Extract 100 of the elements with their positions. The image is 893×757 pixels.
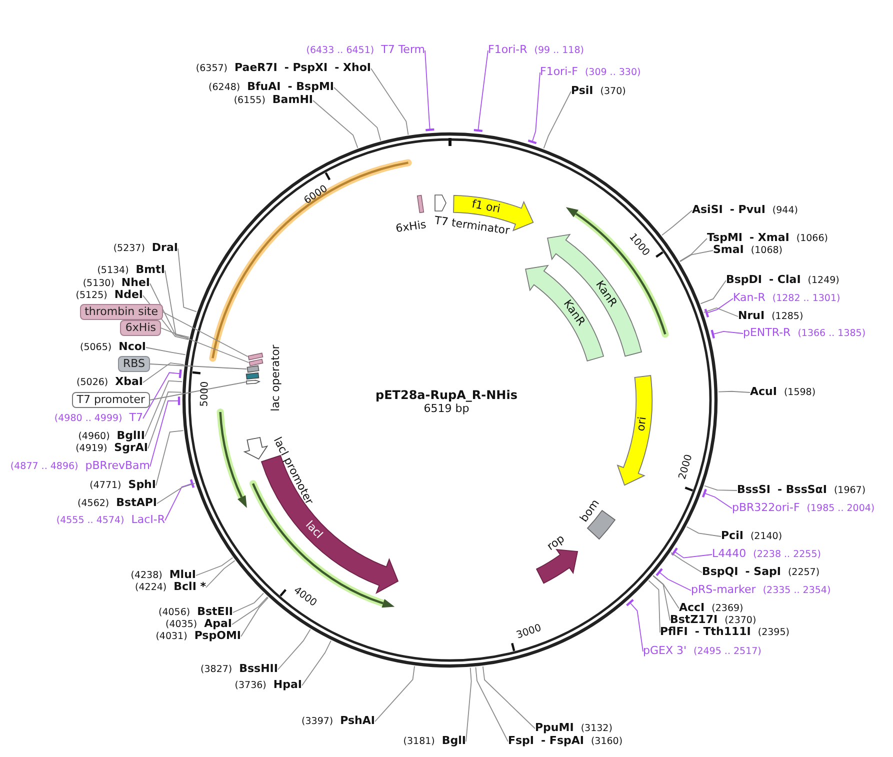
leader-line bbox=[278, 628, 311, 670]
feature-box bbox=[416, 194, 424, 214]
restriction-site-label: AccI (2369) bbox=[679, 601, 744, 616]
primer-label: F1ori-R (99 .. 118) bbox=[488, 43, 584, 58]
leader-line bbox=[648, 580, 660, 633]
restriction-site-label: (6248) BfuAI - BspMI bbox=[208, 80, 334, 95]
primer-label: (4555 .. 4574) LacI-R bbox=[56, 513, 165, 528]
feature-tag: 6xHis bbox=[120, 320, 161, 336]
leader-line bbox=[686, 526, 722, 537]
restriction-site-label: BssSI - BssSαI (1967) bbox=[737, 483, 866, 498]
scale-label: 5000 bbox=[199, 380, 211, 406]
restriction-site-label: (4031) PspOMI bbox=[156, 629, 241, 644]
gene-feature: ori bbox=[616, 374, 654, 487]
restriction-site-label: (5130) NheI bbox=[82, 276, 150, 291]
restriction-site-label: BspQI - SapI (2257) bbox=[702, 565, 820, 580]
restriction-site-label: (4919) SgrAI bbox=[76, 441, 148, 456]
leader-line bbox=[700, 280, 726, 304]
restriction-site-label: (5125) NdeI bbox=[76, 288, 143, 303]
primer-label: F1ori-F (309 .. 330) bbox=[540, 65, 641, 80]
restriction-site-label: (3181) BglI bbox=[403, 734, 466, 749]
leader-line bbox=[148, 391, 182, 449]
feature-marker bbox=[242, 436, 268, 460]
restriction-site-label: (5065) NcoI bbox=[80, 340, 146, 355]
leader-line bbox=[704, 485, 738, 491]
restriction-site-label: (5134) BmtI bbox=[97, 263, 165, 278]
restriction-site-label: FspI - FspAI (3160) bbox=[508, 734, 623, 749]
leader-line bbox=[478, 50, 488, 131]
leader-line bbox=[652, 575, 680, 609]
leader-line bbox=[240, 597, 269, 637]
leader-line bbox=[156, 482, 196, 504]
feature-tag: RBS bbox=[118, 356, 150, 372]
restriction-site-label: PpuMI (3132) bbox=[535, 721, 612, 736]
leader-line bbox=[302, 640, 332, 686]
leader-line bbox=[160, 328, 250, 363]
leader-line bbox=[475, 666, 508, 742]
leader-line bbox=[334, 87, 382, 142]
leader-line bbox=[142, 372, 181, 419]
feature-label: lac operator bbox=[270, 344, 282, 412]
primer-label: Kan-R (1282 .. 1301) bbox=[733, 291, 840, 306]
leader-line bbox=[482, 666, 536, 729]
leader-line bbox=[232, 596, 268, 625]
restriction-site-label: PflFI - Tth111I (2395) bbox=[660, 625, 790, 640]
leader-line bbox=[196, 557, 234, 576]
restriction-site-label: (6357) PaeR7I - PspXI - XhoI bbox=[196, 61, 371, 76]
restriction-site-label: (4056) BstEII bbox=[158, 605, 233, 620]
scale-label: 3000 bbox=[516, 622, 544, 642]
leader-line bbox=[703, 308, 738, 317]
restriction-site-label: BspDI - ClaI (1249) bbox=[726, 273, 840, 288]
leader-line bbox=[178, 248, 197, 312]
leader-line bbox=[674, 551, 712, 558]
leader-line bbox=[658, 572, 692, 591]
plasmid-name: pET28a-RupA_R-NHis bbox=[376, 388, 518, 402]
leader-line bbox=[704, 492, 732, 509]
primer-label: pBR322ori-F (1985 .. 2004) bbox=[732, 501, 875, 516]
restriction-site-label: (4562) BstAPI bbox=[78, 496, 157, 511]
leader-line bbox=[164, 270, 190, 338]
primer-label: (6433 .. 6451) T7 Term bbox=[306, 43, 425, 58]
leader-line bbox=[156, 430, 184, 486]
leader-line bbox=[680, 250, 714, 262]
primer-label: pENTR-R (1366 .. 1385) bbox=[743, 326, 866, 341]
restriction-site-label: (4960) BglII bbox=[78, 429, 145, 444]
leader-line bbox=[652, 575, 670, 621]
leader-line bbox=[679, 238, 708, 262]
leader-line bbox=[424, 50, 430, 130]
restriction-site-label: SmaI (1068) bbox=[713, 243, 782, 258]
restriction-site-label: (5237) DraI bbox=[113, 241, 178, 256]
leader-line bbox=[706, 298, 734, 314]
leader-line bbox=[146, 347, 186, 356]
restriction-site-label: PciI (2140) bbox=[721, 529, 782, 544]
feature-box bbox=[246, 372, 260, 380]
primer-label: (4877 .. 4896) pBRrevBam bbox=[10, 459, 150, 474]
leader-line bbox=[150, 382, 246, 400]
primer-label: pGEX 3' (2495 .. 2517) bbox=[643, 644, 762, 659]
leader-line bbox=[312, 100, 358, 148]
restriction-site-label: (5026) XbaI bbox=[76, 375, 143, 390]
restriction-site-label: (3736) HpaI bbox=[234, 678, 302, 693]
leader-line bbox=[374, 666, 415, 722]
restriction-site-label: PsiI (370) bbox=[571, 84, 626, 99]
leader-line bbox=[532, 72, 540, 142]
leader-line bbox=[718, 390, 750, 393]
leader-line bbox=[370, 68, 409, 136]
restriction-site-label: (3827) BssHII bbox=[200, 662, 278, 677]
feature-marker bbox=[434, 193, 447, 213]
feature-box bbox=[248, 358, 264, 366]
leader-line bbox=[466, 667, 472, 742]
leader-line bbox=[144, 380, 183, 437]
feature-box bbox=[246, 365, 260, 373]
feature-label: rop bbox=[545, 532, 567, 554]
feature-box bbox=[248, 352, 264, 360]
primer-label: (4980 .. 4999) T7 bbox=[54, 411, 143, 426]
restriction-site-label: (4035) ApaI bbox=[166, 617, 232, 632]
feature-tag: T7 promoter bbox=[72, 392, 150, 408]
leader-line bbox=[162, 312, 248, 357]
restriction-site-label: BstZ17I (2370) bbox=[670, 613, 756, 628]
scale-label: 2000 bbox=[676, 453, 694, 481]
feature-marker bbox=[534, 548, 579, 586]
primer-label: L4440 (2238 .. 2255) bbox=[712, 547, 821, 562]
leader-line bbox=[150, 364, 248, 370]
leader-line bbox=[712, 331, 744, 335]
restriction-site-label: AcuI (1598) bbox=[750, 385, 816, 400]
